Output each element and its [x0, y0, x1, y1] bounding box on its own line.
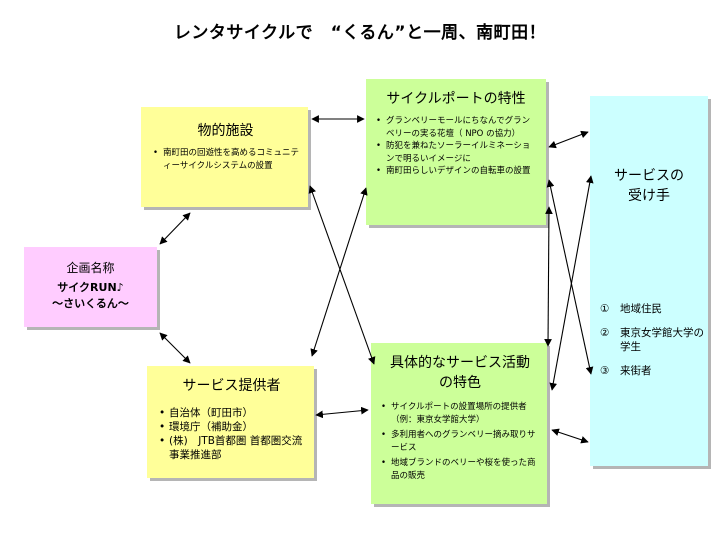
- arrow-service-receiver-bottom: [551, 428, 589, 444]
- receiver-item-number: ①: [600, 303, 610, 315]
- arrow-facility-project: [159, 212, 191, 245]
- provider-item: (株) JTB首都圏 首都圏交流事業推進部: [157, 434, 306, 462]
- service-features-box: 具体的なサービス活動の特色 サイクルポートの設置場所の提供者（例：東京女学館大学…: [371, 343, 547, 504]
- project-name-kana: 〜さいくるん〜: [52, 297, 129, 310]
- provider-item: 環境庁（補助金）: [157, 420, 306, 434]
- service-receivers-title: サービスの受け手: [614, 168, 684, 204]
- arrow-port-receiver-bottom: [546, 179, 594, 375]
- facility-item: 南町田の回遊性を高めるコミュニティーサイクルシステムの設置: [151, 147, 300, 172]
- cycle-port-item: グランベリーモールにちなんでグランベリーの実る花壇（ NPO の協力）: [374, 115, 538, 140]
- arrow-project-provider: [159, 332, 191, 364]
- arrow-port-receiver-top: [548, 130, 589, 149]
- receiver-item: ③ 来街者: [594, 364, 704, 378]
- receiver-item: ② 東京女学館大学の学生: [594, 326, 704, 354]
- receiver-item-number: ②: [600, 327, 610, 339]
- receiver-item-number: ③: [600, 365, 610, 377]
- receiver-item-text: 東京女学館大学の学生: [620, 327, 704, 353]
- facility-title: 物的施設: [197, 123, 254, 139]
- project-name-box: 企画名称 サイクRUN♪ 〜さいくるん〜: [24, 247, 157, 327]
- arrow-facility-service: [308, 185, 376, 365]
- arrow-port-service: [544, 206, 553, 347]
- service-features-item: 地域ブランドのベリーや桜を使った商品の販売: [379, 457, 541, 482]
- cycle-port-item: 防犯を兼ねたソーラーイルミネーションで明るいイメージに: [374, 140, 538, 165]
- arrow-provider-service: [315, 406, 369, 419]
- cycle-port-item: 南町田らしいデザインの自転車の設置: [374, 165, 538, 178]
- cycle-port-title: サイクルポートの特性: [386, 91, 526, 107]
- service-provider-title: サービス提供者: [182, 378, 281, 394]
- service-provider-box: サービス提供者 自治体（町田市） 環境庁（補助金） (株) JTB首都圏 首都圏…: [147, 366, 314, 478]
- receiver-item: ① 地域住民: [594, 302, 704, 316]
- service-features-item: 多利用者へのグランベリー摘み取りサービス: [379, 429, 541, 454]
- receiver-item-text: 地域住民: [620, 303, 662, 315]
- arrow-port-provider: [310, 187, 368, 357]
- service-receivers-box: サービスの受け手 ① 地域住民 ② 東京女学館大学の学生 ③ 来街者: [590, 96, 708, 466]
- service-features-item: サイクルポートの設置場所の提供者（例：東京女学館大学）: [379, 401, 541, 426]
- facility-box: 物的施設 南町田の回遊性を高めるコミュニティーサイクルシステムの設置: [141, 107, 308, 207]
- cycle-port-box: サイクルポートの特性 グランベリーモールにちなんでグランベリーの実る花壇（ NP…: [366, 79, 546, 225]
- slide-title: レンタサイクルで “くるん”と一周、南町田！: [173, 23, 547, 43]
- service-features-title: 具体的なサービス活動の特色: [390, 355, 530, 391]
- provider-item: 自治体（町田市）: [157, 406, 306, 420]
- project-label: 企画名称: [66, 261, 115, 275]
- project-name: サイクRUN♪: [57, 281, 124, 294]
- receiver-item-text: 来街者: [620, 365, 652, 377]
